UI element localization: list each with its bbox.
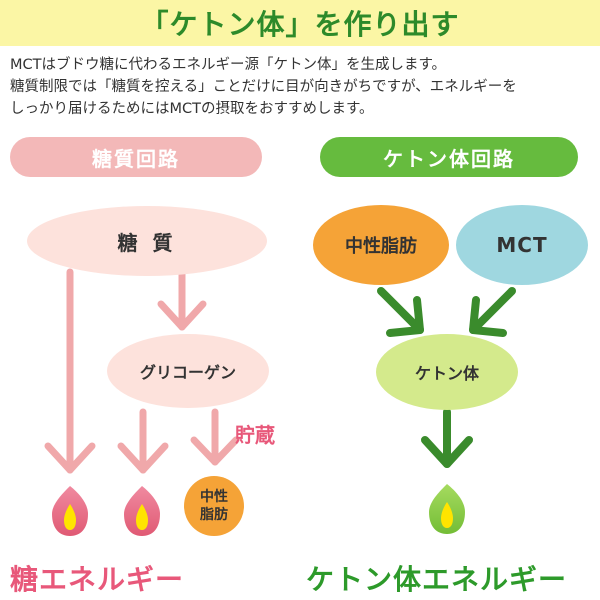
mct-label: MCT: [496, 233, 548, 257]
ketone-energy-label: ケトン体エネルギー: [306, 563, 568, 596]
flame-icon: [429, 484, 465, 534]
ketone-circuit-header-label: ケトン体回路: [383, 146, 515, 171]
sugar-node: 糖 質: [27, 206, 267, 276]
glycogen-node-label: グリコーゲン: [139, 363, 236, 382]
neutral-fat-label: 中性脂肪: [345, 236, 417, 257]
flame-icon: [124, 486, 160, 536]
arrow-glycogen-to-energy: [117, 408, 169, 474]
arrow-glycogen-to-fat: [190, 408, 240, 466]
sugar-node-label: 糖 質: [117, 230, 177, 255]
ketone-label: ケトン体: [414, 364, 479, 383]
sugar-circuit-header: 糖質回路: [10, 137, 262, 177]
intro-line: 糖質制限では「糖質を控える」ことだけに目が向きがちですが、エネルギーを: [10, 79, 517, 95]
neutral-fat-line: 中性: [200, 489, 228, 505]
title-bar: 「ケトン体」を作り出す: [0, 0, 600, 46]
storage-label: 貯蔵: [235, 423, 275, 447]
arrow-sugar-to-glycogen: [157, 268, 207, 331]
sugar-circuit-header-label: 糖質回路: [92, 146, 180, 171]
mct-node: MCT: [456, 205, 588, 285]
arrow-fat-to-ketone: [377, 287, 424, 337]
intro-line: しっかり届けるためにはMCTの摂取をおすすめします。: [10, 101, 374, 117]
neutral-fat-line: 脂肪: [200, 507, 228, 523]
neutral-fat-node: 中性 脂肪: [184, 476, 244, 536]
ketone-circuit-header: ケトン体回路: [320, 137, 578, 177]
arrow-mct-to-ketone: [469, 287, 516, 337]
arrow-sugar-to-energy: [44, 268, 96, 474]
neutral-fat-node: 中性脂肪: [313, 205, 449, 285]
intro-line: MCTはブドウ糖に代わるエネルギー源「ケトン体」を生成します。: [10, 57, 447, 73]
arrow-ketone-to-energy: [421, 408, 473, 468]
flame-icon: [52, 486, 88, 536]
glycogen-node: グリコーゲン: [107, 334, 269, 408]
sugar-energy-label: 糖エネルギー: [10, 563, 185, 596]
page-title: 「ケトン体」を作り出す: [140, 8, 460, 41]
intro-text: MCTはブドウ糖に代わるエネルギー源「ケトン体」を生成します。 糖質制限では「糖…: [10, 54, 595, 120]
ketone-node: ケトン体: [376, 334, 518, 410]
